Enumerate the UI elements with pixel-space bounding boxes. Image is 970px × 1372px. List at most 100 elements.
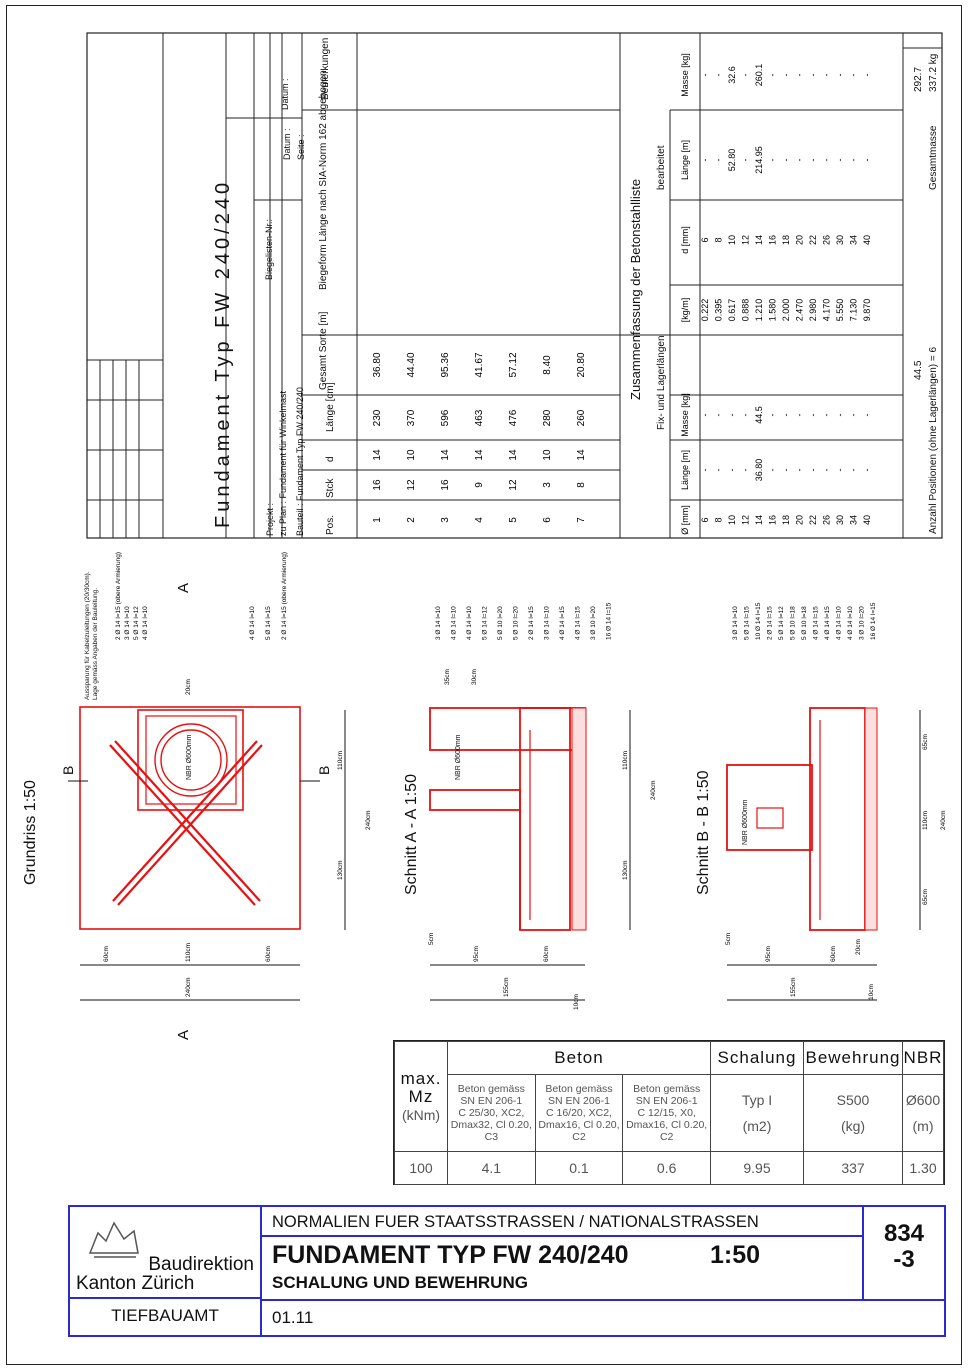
knm-unit: (kNm) xyxy=(401,1106,441,1123)
summary-row-cell: 0.395 xyxy=(714,299,724,322)
summary-row-cell: 8 xyxy=(714,237,724,242)
bar-row-stck: 12 xyxy=(406,479,417,491)
summary-row-cell: - xyxy=(795,414,805,417)
bar-row-d: 14 xyxy=(440,449,451,461)
summary-row-cell: 32.6 xyxy=(727,66,737,84)
schnitt-a-rebar-label: 2 Ø 14 l=15 xyxy=(528,606,535,640)
summary-row-cell: 30 xyxy=(835,235,845,245)
summary-row-cell: - xyxy=(808,469,818,472)
summary-row-cell: 10 xyxy=(727,515,737,525)
bar-row-d: 14 xyxy=(508,449,519,461)
schnitt-b-dimension: 240cm xyxy=(940,810,947,830)
summary-row-cell: - xyxy=(835,414,845,417)
summary-row-cell: - xyxy=(741,469,751,472)
summary-row-cell: 2.000 xyxy=(781,299,791,322)
schnitt-a-rebar-label: 3 Ø 10 l=20 xyxy=(590,606,597,640)
main-title: FUNDAMENT TYP FW 240/240 xyxy=(272,1241,629,1269)
summary-row-cell: 52.80 xyxy=(727,149,737,172)
summary-row-cell: - xyxy=(741,74,751,77)
summary-row-cell: 18 xyxy=(781,515,791,525)
bar-row-pos: 7 xyxy=(576,517,587,523)
schnitt-b-dimension: 155cm xyxy=(790,977,797,997)
summary-row-cell: 2.470 xyxy=(795,299,805,322)
grundriss-dimension: 240cm xyxy=(185,977,192,997)
grundriss-rebar-label: 2 Ø 14 l=15 (obere Armierung) xyxy=(115,552,122,640)
summary-row-cell: - xyxy=(862,414,872,417)
schnitt-b-rebar-label: 3 Ø 14 l=10 xyxy=(732,606,739,640)
summary-row-cell: 18 xyxy=(781,235,791,245)
schnitt-a-section xyxy=(429,707,631,1001)
summary-row-cell: 20 xyxy=(795,235,805,245)
summary-row-cell: - xyxy=(849,414,859,417)
summary-row-cell: - xyxy=(849,74,859,77)
summary-row-cell: - xyxy=(781,414,791,417)
grundriss-rebar-label: 4 Ø 14 l=10 xyxy=(142,606,149,640)
bar-row-laenge: 370 xyxy=(406,409,417,426)
schnitt-a-dimension: 10cm xyxy=(573,994,580,1010)
schnitt-b-rebar-label: 5 Ø 10 l=18 xyxy=(790,606,797,640)
summary-row-cell: 16 xyxy=(768,235,778,245)
bar-row-gesamt: 95.36 xyxy=(440,352,451,377)
bar-row-gesamt: 41.67 xyxy=(474,352,485,377)
summary-row-cell: - xyxy=(714,74,724,77)
summary-table: max. Mz (kNm) Beton Schalung Bewehrung N… xyxy=(393,1040,945,1185)
summary-row-cell: - xyxy=(808,159,818,162)
summary-row-cell: 2.980 xyxy=(808,299,818,322)
schnitt-a-dimension: 35cm xyxy=(444,669,451,685)
summary-row-cell: - xyxy=(768,469,778,472)
logo-block: Baudirektion Kanton Zürich xyxy=(70,1207,262,1299)
drawing-sheet xyxy=(6,5,962,1365)
summary-row-cell: - xyxy=(741,159,751,162)
schnitt-b-dimension: 65cm xyxy=(922,889,929,905)
schnitt-a-rebar-label: 3 Ø 14 l=10 xyxy=(544,606,551,640)
summary-row-cell: - xyxy=(835,469,845,472)
summary-row-cell: 1.210 xyxy=(754,299,764,322)
summary-row-cell: - xyxy=(849,159,859,162)
schnitt-b-rebar-label: 4 Ø 14 l=15 xyxy=(813,606,820,640)
schnitt-b-rebar-label: 2 Ø 14 l=15 xyxy=(767,606,774,640)
summary-row-cell: - xyxy=(700,74,710,77)
summary-row-cell: - xyxy=(741,414,751,417)
grundriss-rebar-label: 2 Ø 14 l=15 (obere Armierung) xyxy=(281,552,288,640)
summary-row-cell: - xyxy=(808,414,818,417)
schnitt-b-dimension: 10cm xyxy=(868,984,875,1000)
bar-row-stck: 12 xyxy=(508,479,519,491)
summary-row-cell: 36.80 xyxy=(754,459,764,482)
schnitt-a-rebar-label: 4 Ø 14 l=15 xyxy=(559,606,566,640)
bar-row-laenge: 476 xyxy=(508,409,519,426)
grundriss-rebar-label: 5 Ø 14 l=15 xyxy=(265,606,272,640)
summary-row-cell: - xyxy=(835,159,845,162)
bar-row-gesamt: 57.12 xyxy=(508,352,519,377)
schnitt-b-rebar-label: 5 Ø 14 l=12 xyxy=(778,606,785,640)
schnitt-b-rebar-label: 16 Ø 14 l=15 xyxy=(870,602,877,640)
drawing-number: 834 -3 xyxy=(862,1207,944,1299)
summary-row-cell: 8 xyxy=(714,517,724,522)
grundriss-rebar-label: 3 Ø 14 l=10 xyxy=(124,606,131,640)
schnitt-a-rebar-label: 3 Ø 14 l=10 xyxy=(435,606,442,640)
summary-row-cell: - xyxy=(862,74,872,77)
bar-row-pos: 5 xyxy=(508,517,519,523)
grundriss-dimension: 240cm xyxy=(365,810,372,830)
bar-row-laenge: 280 xyxy=(542,409,553,426)
summary-row-cell: - xyxy=(822,159,832,162)
summary-row-cell: 16 xyxy=(768,515,778,525)
value-mz: 100 xyxy=(394,1151,448,1185)
summary-row-cell: - xyxy=(714,469,724,472)
summary-row-cell: 6 xyxy=(700,517,710,522)
summary-row-cell: 20 xyxy=(795,515,805,525)
grundriss-dimension: 20cm xyxy=(185,679,192,695)
beton-header: Beton xyxy=(447,1041,711,1075)
summary-row-cell: - xyxy=(862,469,872,472)
bewehrung-header: Bewehrung xyxy=(803,1041,903,1075)
org-line1: Baudirektion xyxy=(148,1254,254,1275)
bar-row-stck: 16 xyxy=(440,479,451,491)
summary-row-cell: 0.222 xyxy=(700,299,710,322)
summary-row-cell: - xyxy=(822,414,832,417)
nbr-header: NBR xyxy=(902,1041,944,1075)
value-nbr: 1.30 xyxy=(902,1151,944,1185)
schnitt-b-rebar-label: 5 Ø 10 l=18 xyxy=(801,606,808,640)
schnitt-a-dimension: 240cm xyxy=(650,780,657,800)
